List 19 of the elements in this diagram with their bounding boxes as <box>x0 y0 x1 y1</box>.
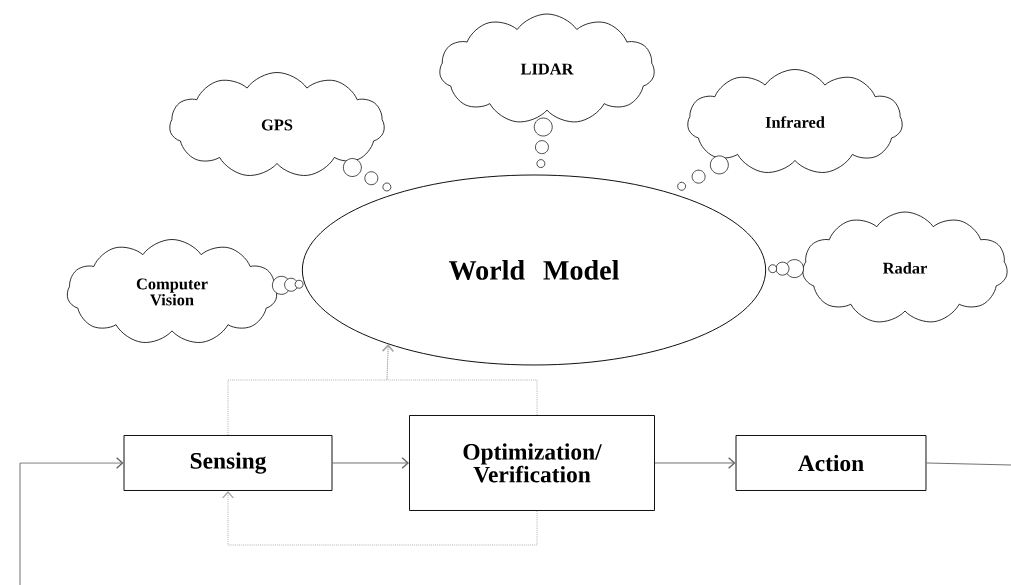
connector-line <box>926 462 1011 466</box>
process-box: Sensing <box>123 435 333 491</box>
thought-cloud: Infrared <box>687 69 903 173</box>
thought-bubbles <box>533 117 553 168</box>
thought-bubbles <box>768 259 804 278</box>
thought-bubbles <box>272 276 304 295</box>
arrow <box>222 490 538 546</box>
thought-cloud: GPS <box>169 72 385 176</box>
thought-bubbles <box>677 155 729 191</box>
thought-bubbles <box>343 158 392 192</box>
arrow <box>382 344 538 416</box>
arrow <box>654 457 736 469</box>
thought-cloud: Computer Vision <box>66 239 278 343</box>
arrow <box>19 457 124 585</box>
thought-cloud: LIDAR <box>439 13 655 123</box>
process-box: Action <box>735 435 927 491</box>
process-box: Optimization/ Verification <box>409 415 655 511</box>
thought-cloud: Radar <box>802 211 1008 323</box>
arrow <box>332 457 410 469</box>
